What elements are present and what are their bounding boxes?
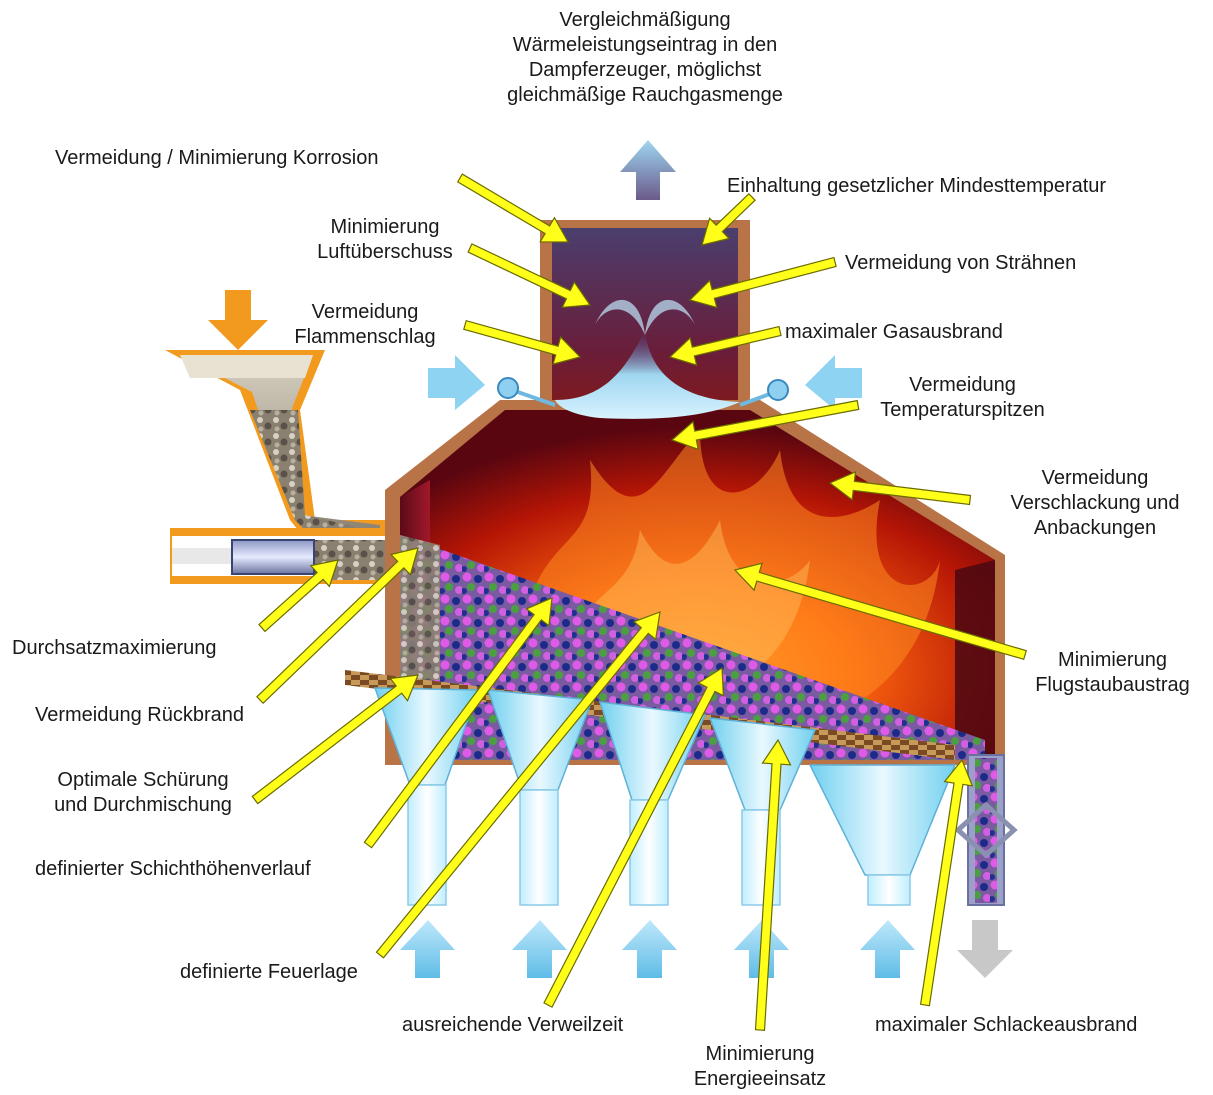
label-schuerung: Optimale Schürung und Durchmischung — [18, 768, 268, 818]
label-line: Minimierung — [655, 1042, 865, 1067]
label-energieeinsatz: Minimierung Energieeinsatz — [655, 1042, 865, 1092]
label-rueckbrand: Vermeidung Rückbrand — [35, 703, 244, 728]
label-luftueberschuss: Minimierung Luftüberschuss — [300, 215, 470, 265]
label-korrosion: Vermeidung / Minimierung Korrosion — [55, 146, 379, 171]
label-line: Wärmeleistungseintrag in den — [465, 33, 825, 58]
label-gasausbrand: maximaler Gasausbrand — [785, 320, 1003, 345]
label-feuerlage: definierte Feuerlage — [180, 960, 358, 985]
label-top-goal: Vergleichmäßigung Wärmeleistungseintrag … — [465, 8, 825, 108]
label-flammenschlag: Vermeidung Flammenschlag — [280, 300, 450, 350]
flue-gas-outlet-arrow — [620, 140, 676, 200]
label-line: Vermeidung — [985, 466, 1205, 491]
primary-air-arrows — [400, 920, 915, 978]
label-mindesttemperatur: Einhaltung gesetzlicher Mindesttemperatu… — [727, 174, 1106, 199]
label-flugstaub: Minimierung Flugstaubaustrag — [1015, 648, 1210, 698]
label-verschlackung: Vermeidung Verschlackung und Anbackungen — [985, 466, 1205, 541]
label-line: Optimale Schürung — [18, 768, 268, 793]
label-line: Vergleichmäßigung — [465, 8, 825, 33]
label-line: Flammenschlag — [280, 325, 450, 350]
label-line: Flugstaubaustrag — [1015, 673, 1210, 698]
label-line: Vermeidung — [280, 300, 450, 325]
label-line: Vermeidung — [855, 373, 1070, 398]
label-verweilzeit: ausreichende Verweilzeit — [402, 1013, 623, 1038]
fuel-input-arrow — [208, 290, 268, 350]
label-line: Dampferzeuger, möglichst — [465, 58, 825, 83]
label-line: Minimierung — [1015, 648, 1210, 673]
secondary-air-arrow-left — [428, 355, 485, 410]
label-line: Minimierung — [300, 215, 470, 240]
feed-hopper — [165, 350, 400, 545]
label-schichthoehe: definierter Schichthöhenverlauf — [35, 857, 311, 882]
label-line: Temperaturspitzen — [855, 398, 1070, 423]
label-line: gleichmäßige Rauchgasmenge — [465, 83, 825, 108]
label-line: Verschlackung und — [985, 491, 1205, 516]
label-schlackeausbrand: maximaler Schlackeausbrand — [875, 1013, 1137, 1038]
label-line: Anbackungen — [985, 516, 1205, 541]
slag-output-arrow — [957, 920, 1013, 978]
label-temperaturspitzen: Vermeidung Temperaturspitzen — [855, 373, 1070, 423]
label-line: und Durchmischung — [18, 793, 268, 818]
label-line: Luftüberschuss — [300, 240, 470, 265]
label-line: Energieeinsatz — [655, 1067, 865, 1092]
label-straehnen: Vermeidung von Strähnen — [845, 251, 1076, 276]
label-durchsatz: Durchsatzmaximierung — [12, 636, 217, 661]
pointer-arrow-korrosion — [458, 174, 568, 242]
